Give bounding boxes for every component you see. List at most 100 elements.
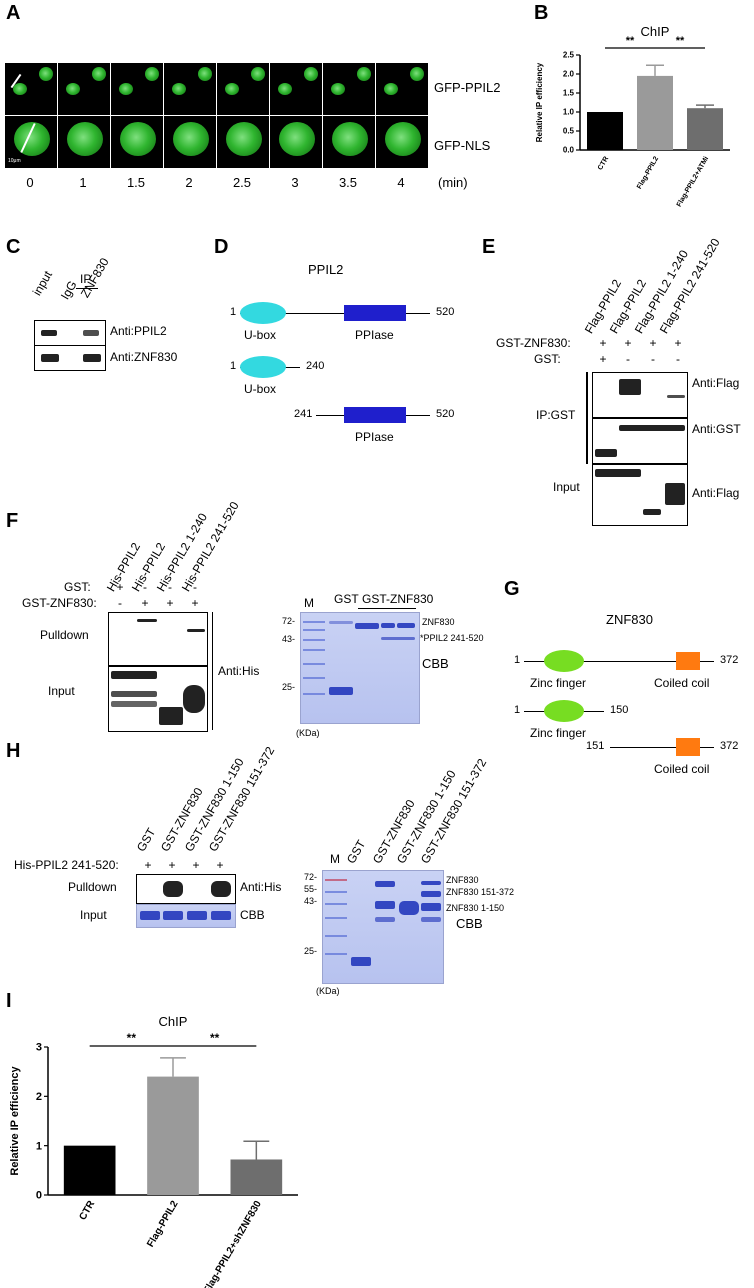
scale-bar: 10μm — [8, 158, 21, 164]
panel-label-e: E — [482, 236, 496, 258]
gel-f — [300, 612, 420, 724]
f-sign-r0-l1: - — [143, 580, 147, 594]
h-marker-72: 72- — [304, 872, 318, 882]
panel-label-d: D — [214, 236, 229, 258]
f-gel-lane-gst-znf830: GST-ZNF830 — [362, 592, 434, 606]
row-label-gfp-ppil2: GFP-PPIL2 — [434, 80, 501, 95]
time-label-3: 2 — [185, 175, 193, 190]
b-ytick-label-4: 2.0 — [563, 70, 575, 79]
i-cat-1: Flag-PPIL2 — [145, 1199, 181, 1250]
micro-nls-6 — [322, 115, 376, 169]
h-band-1-150: ZNF830 1-150 — [446, 903, 505, 913]
ab-anti-ppil2: Anti:PPIL2 — [110, 324, 167, 338]
micro-ppil2-7 — [375, 62, 429, 116]
e-ab-flag: Anti:Flag — [692, 376, 740, 390]
micro-nls-1 — [57, 115, 111, 169]
h-marker-43: 43- — [304, 896, 318, 906]
e-sign-r1-l3: - — [676, 352, 680, 366]
g-frag2-line — [610, 747, 714, 748]
g-full-line — [524, 661, 714, 662]
h-sign-r0-l1: + — [168, 858, 176, 872]
h-band-151-372: ZNF830 151-372 — [446, 887, 515, 897]
e-sign-r1-l1: - — [626, 352, 630, 366]
d-frag2-label: PPIase — [355, 430, 394, 444]
b-ytick-label-0: 0.0 — [563, 146, 575, 155]
i-sig-0: ** — [127, 1031, 137, 1045]
micro-nls-5 — [269, 115, 323, 169]
e-sign-r0-l3: + — [674, 336, 682, 350]
i-cat-0: CTR — [77, 1198, 97, 1222]
f-pulldown-label: Pulldown — [40, 628, 89, 642]
f-marker-43: 43- — [282, 634, 296, 644]
panel-label-c: C — [6, 236, 21, 258]
d-ppiase-domain — [344, 305, 406, 321]
f-row2-label: GST-ZNF830: — [22, 596, 97, 610]
micro-ppil2-6 — [322, 62, 376, 116]
e-sign-r1-l0: + — [599, 352, 607, 366]
micro-nls-7 — [375, 115, 429, 169]
g-coil-label: Coiled coil — [654, 676, 710, 690]
b-bar-2 — [687, 108, 723, 150]
micro-ppil2-5 — [269, 62, 323, 116]
micro-nls-3 — [163, 115, 217, 169]
e-ab-gst: Anti:GST — [692, 422, 741, 436]
b-ytick-label-1: 0.5 — [563, 127, 575, 136]
h-pulldown-label: Pulldown — [68, 880, 117, 894]
h-gel-unit: (KDa) — [316, 986, 340, 996]
d-frag2-end: 520 — [436, 408, 455, 420]
f-sign-r0-l0: + — [116, 580, 124, 594]
micro-nls-0: 10μm — [4, 115, 58, 169]
time-label-5: 3 — [291, 175, 299, 190]
e-ip-label: IP:GST — [536, 408, 576, 422]
b-ytick-label-3: 1.5 — [563, 89, 575, 98]
h-sign-r0-l3: + — [216, 858, 224, 872]
h-lane-1: GST — [133, 825, 159, 854]
ab-anti-znf830: Anti:ZNF830 — [110, 350, 178, 364]
h-gel-lane-m: M — [330, 852, 340, 866]
f-gel-cbb: CBB — [422, 656, 449, 671]
h-row1-label: His-PPIL2 241-520: — [14, 858, 119, 872]
d-frag1-end: 240 — [306, 360, 325, 372]
b-ytick-label-5: 2.5 — [563, 51, 575, 60]
f-sign-r0-l3: - — [193, 580, 197, 594]
d-full-end: 520 — [436, 306, 455, 318]
d-full-line — [240, 313, 430, 314]
f-marker-72: 72- — [282, 616, 296, 626]
f-band-znf830: ZNF830 — [422, 617, 455, 627]
blot-e-flag — [592, 372, 688, 418]
d-ubox-domain — [240, 302, 286, 324]
e-row2-label: GST: — [534, 352, 561, 366]
b-title: ChIP — [641, 24, 670, 39]
micro-ppil2-4 — [216, 62, 270, 116]
panel-label-h: H — [6, 740, 21, 762]
e-input-label: Input — [553, 480, 580, 494]
blot-f-input — [108, 666, 208, 732]
ip-bracket — [76, 288, 98, 289]
f-ab-his: Anti:His — [218, 664, 260, 678]
h-ab-cbb: CBB — [240, 908, 265, 922]
g-full-start: 1 — [514, 654, 521, 666]
h-band-znf830: ZNF830 — [446, 875, 479, 885]
f-sign-r1-l3: + — [191, 596, 199, 610]
panel-label-f: F — [6, 510, 19, 532]
blot-e-input — [592, 464, 688, 526]
gel-h — [322, 870, 444, 984]
h-ab-his: Anti:His — [240, 880, 282, 894]
micro-ppil2-0 — [4, 62, 58, 116]
f-gel-lane-gst: GST — [334, 592, 359, 606]
micro-nls-2 — [110, 115, 164, 169]
d-ubox-label: U-box — [244, 328, 277, 342]
g-full-end: 372 — [720, 654, 739, 666]
i-sig-1: ** — [210, 1031, 220, 1045]
f-sign-r1-l1: + — [141, 596, 149, 610]
blot-c-znf830 — [34, 345, 106, 371]
time-unit: (min) — [438, 175, 468, 190]
f-gel-lane-m: M — [304, 596, 314, 610]
b-bar-0 — [587, 112, 623, 150]
g-zinc-domain — [544, 650, 584, 672]
g-frag2-label: Coiled coil — [654, 762, 710, 776]
f-ab-bracket — [212, 612, 213, 730]
d-frag1-ubox — [240, 356, 286, 378]
panel-label-b: B — [534, 2, 549, 24]
